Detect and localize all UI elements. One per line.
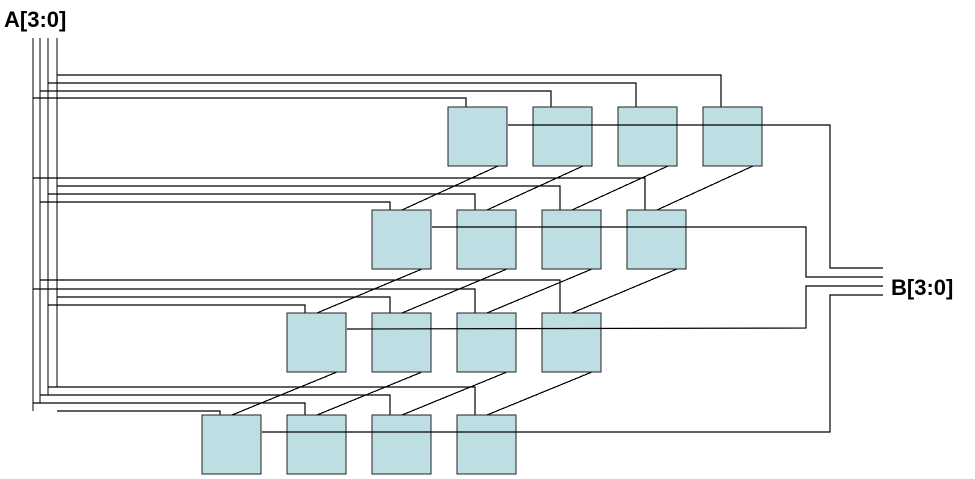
- adder-cell-r3-c3: [456, 414, 517, 475]
- input-feed-wire-r0-c0: [33, 97, 467, 107]
- input-feed-wire-r3-c1: [33, 402, 306, 415]
- input-feed-wire-r1-c1: [48, 193, 476, 210]
- adder-cell-r1-c0: [371, 209, 432, 270]
- input-feed-wire-r0-c3: [57, 74, 722, 107]
- adder-cell-r2-c2: [456, 312, 517, 373]
- adder-cell-r3-c1: [286, 414, 347, 475]
- row-output-wire-layer: [262, 124, 883, 433]
- input-feed-wire-r0-c1: [40, 90, 552, 107]
- adder-cell-r1-c1: [456, 209, 517, 270]
- output-wire-row-1: [432, 226, 883, 278]
- adder-cell-r0-c1: [532, 106, 593, 167]
- adder-cell-r1-c3: [626, 209, 687, 270]
- carry-wire-r0-c3: [656, 165, 754, 211]
- output-wire-row-2: [346, 285, 883, 330]
- carry-wire-r1-c1: [401, 268, 508, 314]
- adder-cell-r1-c2: [541, 209, 602, 270]
- output-bus-label: B[3:0]: [891, 275, 954, 300]
- carry-wire-r2-c2: [401, 371, 508, 416]
- input-feed-wire-r2-c0: [48, 304, 306, 313]
- carry-wire-r2-c0: [231, 371, 338, 416]
- adder-cell-r0-c2: [617, 106, 678, 167]
- adder-cell-r2-c1: [371, 312, 432, 373]
- adder-cell-r0-c3: [702, 106, 763, 167]
- input-feed-wire-r1-c2: [57, 185, 561, 210]
- wire-layer: [32, 38, 754, 416]
- input-feed-wire-r2-c1: [57, 296, 391, 313]
- carry-wire-r2-c1: [316, 371, 423, 416]
- output-wire-row-3: [262, 294, 883, 433]
- carry-wire-r1-c0: [316, 268, 423, 314]
- carry-wire-r0-c0: [401, 165, 499, 211]
- adder-cell-r0-c0: [447, 106, 508, 167]
- cell-layer: [201, 106, 763, 475]
- input-feed-wire-r0-c2: [48, 82, 637, 107]
- input-feed-wire-r3-c0: [57, 410, 221, 415]
- adder-cell-r3-c2: [371, 414, 432, 475]
- input-feed-wire-r2-c2: [33, 288, 476, 313]
- input-feed-wire-r3-c3: [48, 386, 476, 415]
- carry-wire-r1-c2: [486, 268, 593, 314]
- adder-cell-r2-c0: [286, 312, 347, 373]
- input-feed-wire-r3-c2: [40, 394, 391, 415]
- input-feed-wire-r1-c3: [33, 177, 646, 210]
- input-feed-wire-r2-c3: [40, 279, 561, 313]
- input-bus-label: A[3:0]: [4, 7, 67, 32]
- carry-wire-r0-c1: [486, 165, 584, 211]
- carry-wire-r0-c2: [571, 165, 669, 211]
- output-wire-row-0: [508, 124, 883, 269]
- adder-cell-r2-c3: [541, 312, 602, 373]
- input-feed-wire-r1-c0: [40, 201, 391, 210]
- adder-cell-r3-c0: [201, 414, 262, 475]
- carry-wire-r1-c3: [571, 268, 678, 314]
- carry-wire-r2-c3: [486, 371, 593, 416]
